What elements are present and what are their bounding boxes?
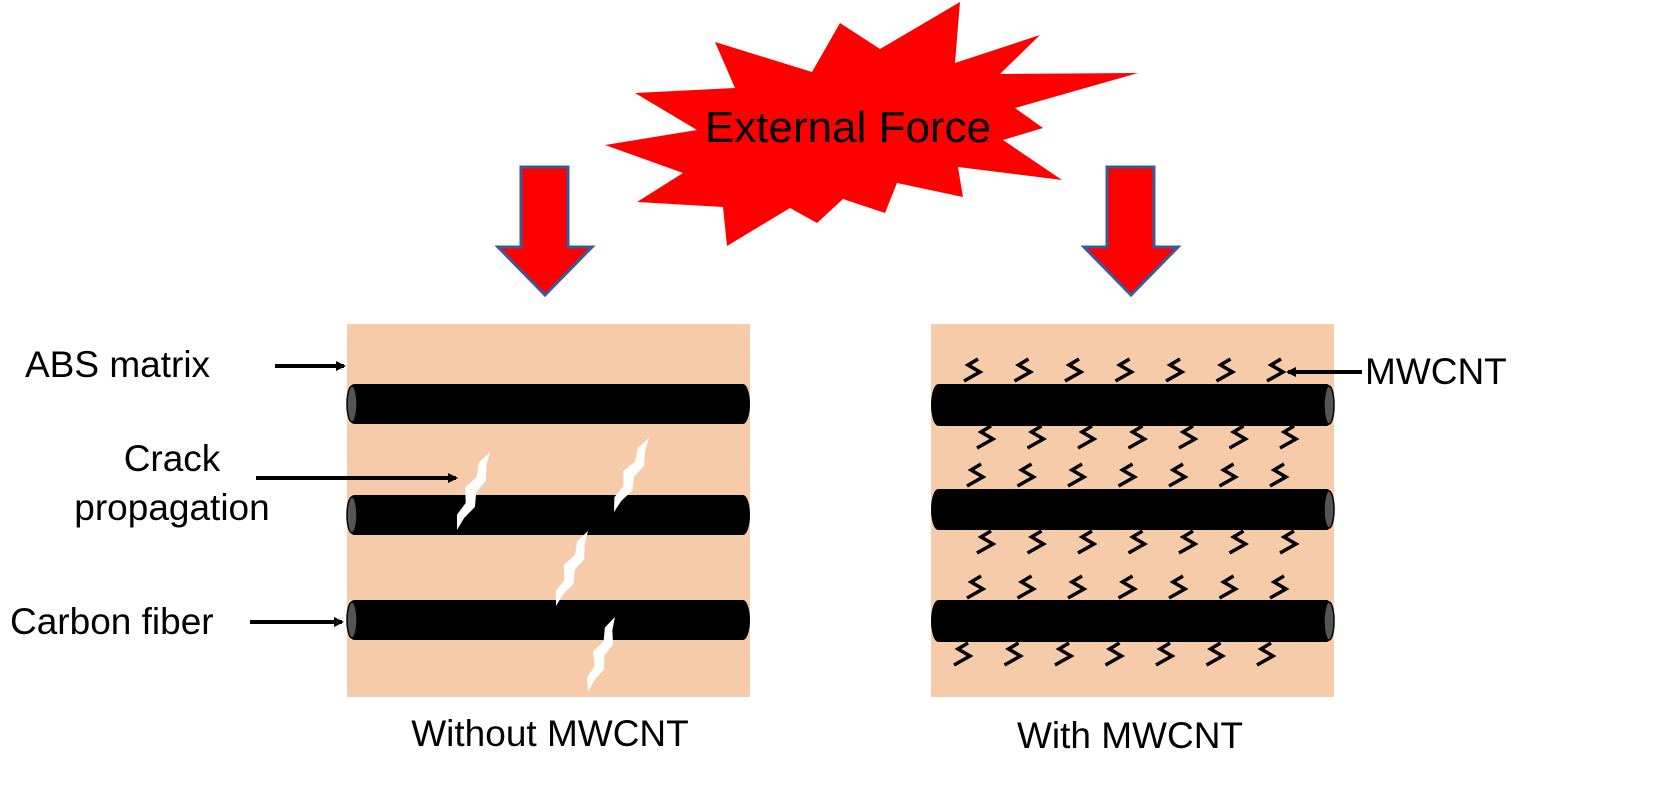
carbon-fiber-rod	[931, 384, 1334, 426]
mwcnt-squiggle	[1054, 641, 1075, 667]
mwcnt-squiggle	[953, 641, 974, 667]
mwcnt-squiggle	[1077, 424, 1098, 450]
mwcnt-squiggle	[1168, 462, 1189, 488]
mwcnt-squiggle	[1218, 574, 1240, 600]
mwcnt-squiggle	[1256, 641, 1277, 667]
carbon-fiber-label: Carbon fiber	[10, 601, 214, 642]
mwcnt-squiggle	[1178, 529, 1199, 555]
mwcnt-squiggle	[1067, 462, 1088, 488]
carbon-fiber-rod	[347, 600, 750, 640]
external-force-burst: External Force	[605, 2, 1138, 246]
mwcnt-squiggle	[1013, 357, 1035, 383]
mwcnt-squiggle	[1127, 424, 1149, 450]
mwcnt-squiggle	[1127, 529, 1149, 555]
fiber-end-cap	[346, 601, 358, 639]
fiber-end-cap	[1323, 385, 1335, 425]
mwcnt-squiggle	[1026, 424, 1048, 450]
mwcnt-squiggle	[1016, 462, 1038, 488]
mwcnt-squiggles	[953, 357, 1300, 667]
mwcnt-squiggle	[976, 529, 997, 555]
mwcnt-squiggle	[1266, 357, 1287, 383]
mwcnt-squiggle	[1003, 641, 1025, 667]
mwcnt-squiggle	[1016, 574, 1038, 600]
external-force-label: External Force	[705, 103, 991, 152]
burst-shape	[605, 2, 1138, 246]
mwcnt-squiggle	[1269, 574, 1290, 600]
caption-without-mwcnt: Without MWCNT	[411, 713, 689, 754]
mwcnt-squiggle	[1114, 357, 1136, 383]
mwcnt-squiggle	[1279, 424, 1300, 450]
mwcnt-squiggle	[966, 574, 987, 600]
mwcnt-squiggle	[1228, 529, 1250, 555]
mwcnt-squiggle	[1117, 462, 1139, 488]
crack-label-line2: propagation	[74, 487, 269, 528]
mwcnt-squiggle	[1228, 424, 1250, 450]
mwcnt-squiggle	[1168, 574, 1189, 600]
mwcnt-squiggle	[966, 462, 987, 488]
fiber-end-cap	[346, 385, 358, 423]
crack-label-line1: Crack	[124, 438, 221, 479]
carbon-fiber-rod	[347, 384, 750, 424]
mwcnt-squiggle	[1117, 574, 1139, 600]
mwcnt-squiggle	[1064, 357, 1085, 383]
carbon-fiber-rod	[347, 495, 750, 535]
force-arrow-right	[1080, 165, 1182, 298]
fiber-end-cap	[1323, 601, 1335, 641]
carbon-fiber-rod	[931, 600, 1334, 642]
mwcnt-label: MWCNT	[1365, 351, 1507, 392]
mwcnt-squiggle	[1026, 529, 1048, 555]
mwcnt-squiggle	[1155, 641, 1176, 667]
crack-icon	[555, 531, 588, 606]
crack-icon	[614, 438, 649, 512]
mwcnt-squiggle	[1165, 357, 1186, 383]
fiber-end-cap	[346, 496, 358, 534]
crack-icon	[456, 452, 490, 530]
crack-icon	[586, 617, 615, 692]
mwcnt-squiggle	[1104, 641, 1126, 667]
caption-with-mwcnt: With MWCNT	[1017, 715, 1243, 756]
cracks	[456, 438, 649, 692]
carbon-fiber-rod	[931, 489, 1334, 530]
carbon-fibers	[346, 384, 1335, 642]
mwcnt-squiggle	[1067, 574, 1088, 600]
fiber-end-cap	[1323, 490, 1335, 529]
mwcnt-squiggle	[1215, 357, 1237, 383]
mwcnt-squiggle	[963, 357, 984, 383]
mwcnt-squiggle	[1205, 641, 1227, 667]
mwcnt-squiggle	[1279, 529, 1300, 555]
mwcnt-squiggle	[1218, 462, 1240, 488]
abs-matrix-label: ABS matrix	[25, 344, 211, 385]
mwcnt-squiggle	[1077, 529, 1098, 555]
force-arrow-left	[494, 165, 596, 298]
mwcnt-squiggle	[1269, 462, 1290, 488]
mwcnt-squiggle	[976, 424, 997, 450]
mwcnt-squiggle	[1178, 424, 1199, 450]
